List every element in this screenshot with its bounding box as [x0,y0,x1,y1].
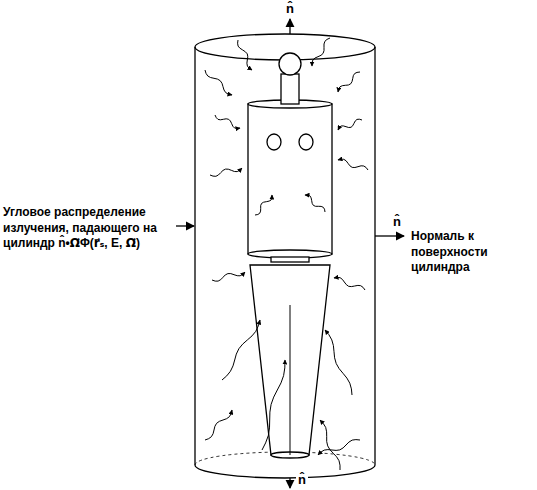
radiation-ray [205,410,232,440]
normal-label: Нормаль к поверхности цилиндра [411,229,531,276]
normal-symbol: n̂ [296,472,308,489]
radiation-ray [334,277,365,290]
radiation-ray [222,320,260,380]
normal-symbol: n̂ [391,214,403,231]
normal-symbol: n̂ [284,1,296,18]
radiation-ray [338,119,362,130]
radiation-rays [205,38,368,470]
radiation-ray [325,330,352,395]
radiation-ray [212,272,245,281]
radiation-ray [210,168,242,176]
radiation-ray [238,40,252,70]
radiation-ray [320,420,340,470]
radiation-ray [338,159,368,170]
radiation-ray [338,72,360,92]
normal-arrows [176,19,404,488]
radiation-ray [312,38,330,66]
incident-radiation-label: Угловое распределение излучения, падающе… [3,205,175,252]
radiation-ray [318,440,360,455]
phantom-body [248,53,332,458]
radiation-ray [255,195,272,215]
cylinder [195,34,375,478]
radiation-ray [215,115,240,129]
radiation-ray [262,360,285,450]
radiation-ray [205,70,232,95]
radiation-ray [305,195,325,212]
